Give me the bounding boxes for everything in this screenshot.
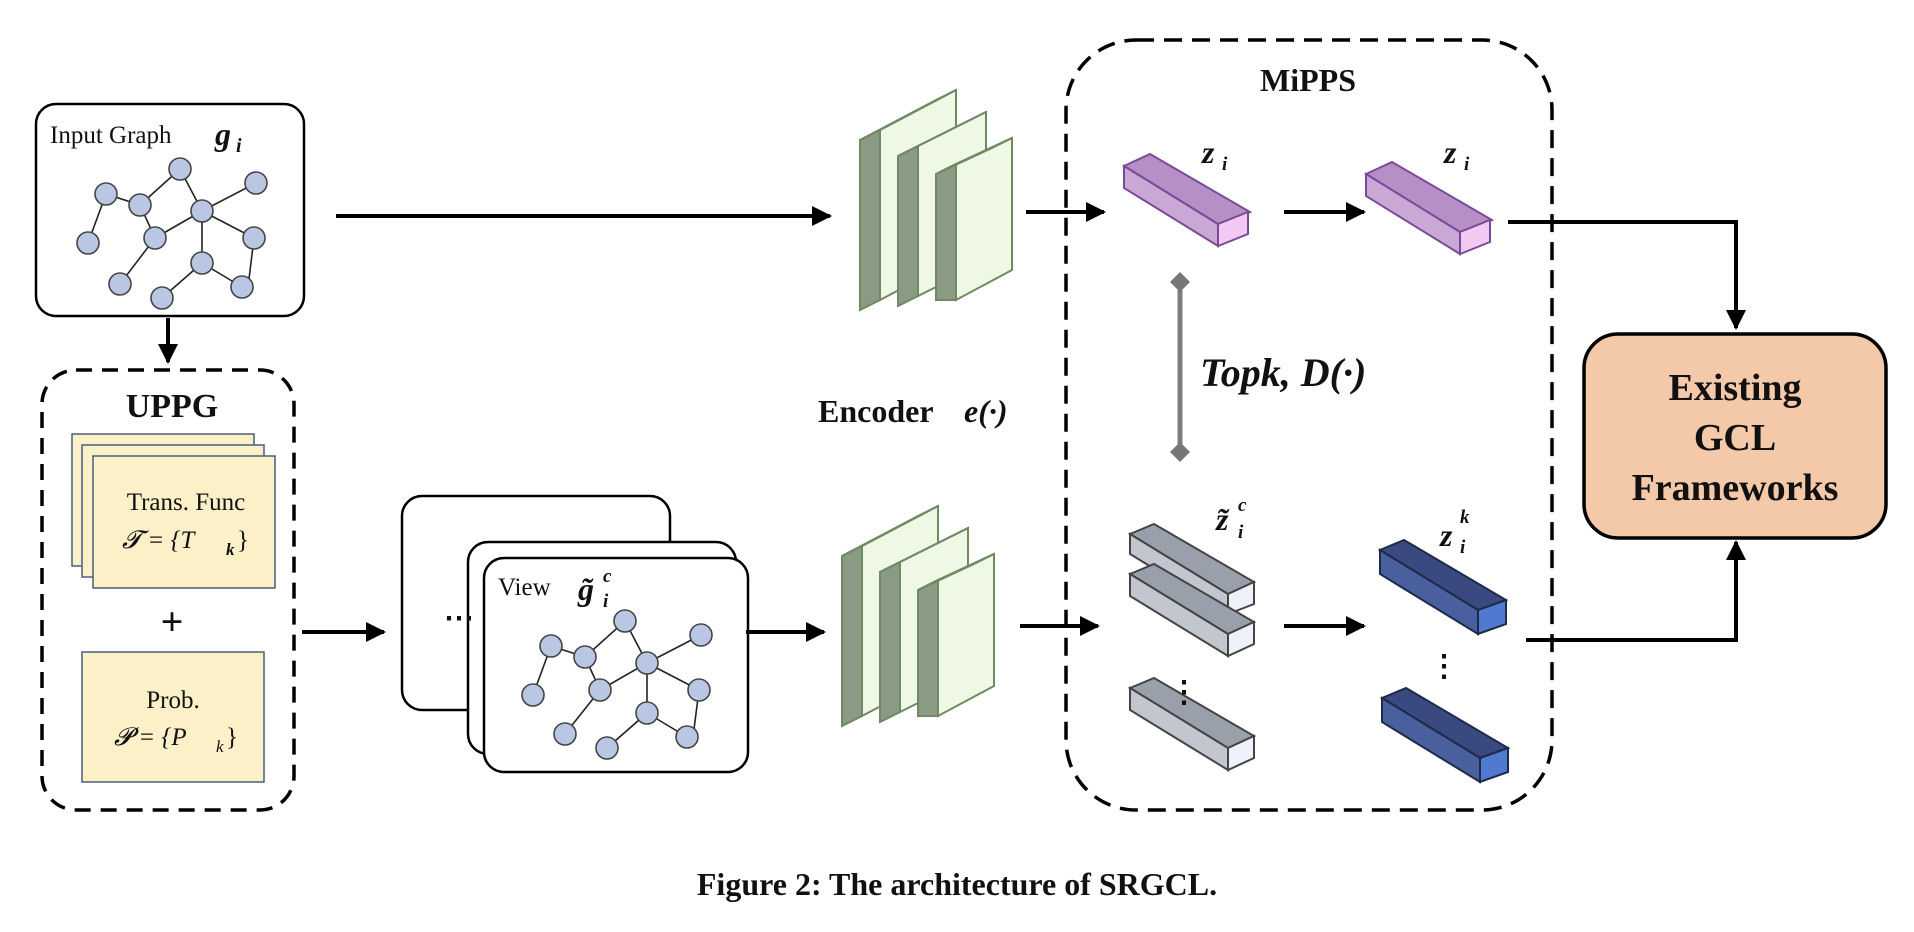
input-graph-nodes <box>76 157 268 310</box>
svg-text:z: z <box>1439 517 1453 553</box>
trans-func-label: Trans. Func <box>127 489 246 516</box>
svg-text:Encoder: Encoder <box>818 393 934 429</box>
svg-text:z̃: z̃ <box>1215 501 1230 537</box>
encoder-bottom <box>841 504 995 728</box>
z-top-bar <box>1121 152 1253 248</box>
svg-text:k: k <box>216 737 224 756</box>
view-symbol: g̃ <box>577 571 594 607</box>
uppg-title: UPPG <box>126 388 219 425</box>
svg-text:𝓟 = {P: 𝓟 = {P <box>114 724 187 751</box>
prob-label: Prob. <box>146 687 199 714</box>
view-subscript: i <box>603 591 609 612</box>
input-graph-symbol: g <box>214 116 231 152</box>
svg-text:}: } <box>237 527 249 554</box>
gcl-line-3: Frameworks <box>1632 467 1839 509</box>
view-label: View <box>498 574 551 601</box>
arrow-z-to-gcl <box>1508 220 1746 330</box>
arrow-zk-to-gcl <box>1526 540 1746 642</box>
mipps-box: MiPPS <box>1064 38 1554 812</box>
input-graph-subscript: i <box>236 135 242 157</box>
gcl-line-2: GCL <box>1694 417 1776 459</box>
svg-text:}: } <box>226 724 238 751</box>
view-stack: ⋯ View g̃ c i <box>400 494 750 774</box>
svg-text:i: i <box>1222 154 1228 175</box>
uppg-box: UPPG Trans. Func 𝓣 = {T k } + Prob. 𝓟 = … <box>40 368 296 812</box>
svg-text:i: i <box>1238 522 1244 543</box>
z-k-blocks <box>1377 538 1511 784</box>
svg-text:i: i <box>1464 154 1470 175</box>
svg-text:𝓣 = {T: 𝓣 = {T <box>122 527 197 554</box>
z-k-label: z k i <box>1439 507 1470 558</box>
svg-text:k: k <box>1460 507 1470 528</box>
z-top2-label: z i <box>1443 134 1470 175</box>
view-superscript: c <box>603 566 612 587</box>
svg-text:z: z <box>1201 134 1215 170</box>
trans-func-card <box>92 455 276 589</box>
z-k-vdots: ⋮ <box>1429 650 1459 683</box>
view-ellipsis: ⋯ <box>444 602 474 635</box>
z-tilde-label: z̃ c i <box>1215 495 1247 543</box>
svg-text:i: i <box>1460 537 1466 558</box>
svg-text:e(·): e(·) <box>964 393 1008 429</box>
gcl-frameworks-box: Existing GCL Frameworks <box>1582 332 1888 540</box>
plus-sign: + <box>161 599 184 644</box>
z-top2-bar <box>1363 160 1495 256</box>
svg-text:z: z <box>1443 134 1457 170</box>
encoder-label: Encoder e(·) <box>818 393 1008 429</box>
encoder-top <box>859 88 1013 312</box>
prob-card <box>81 651 265 783</box>
gcl-line-1: Existing <box>1668 367 1801 409</box>
svg-text:k: k <box>226 540 235 559</box>
z-top-label: z i <box>1201 134 1228 175</box>
mipps-title: MiPPS <box>1260 62 1356 98</box>
z-tilde-blocks <box>1127 522 1257 772</box>
view-card <box>482 556 750 774</box>
input-graph-box: Input Graph g i <box>34 102 306 318</box>
prob-formula: 𝓟 = {P k } <box>114 724 238 756</box>
input-graph-label: Input Graph <box>50 122 172 149</box>
z-tilde-vdots: ⋮ <box>1169 676 1199 709</box>
topk-label: Topk, D(·) <box>1200 350 1366 395</box>
trans-func-formula: 𝓣 = {T k } <box>122 527 249 559</box>
view-nodes <box>521 609 713 760</box>
figure-caption: Figure 2: The architecture of SRGCL. <box>697 866 1217 902</box>
svg-text:c: c <box>1238 495 1247 516</box>
